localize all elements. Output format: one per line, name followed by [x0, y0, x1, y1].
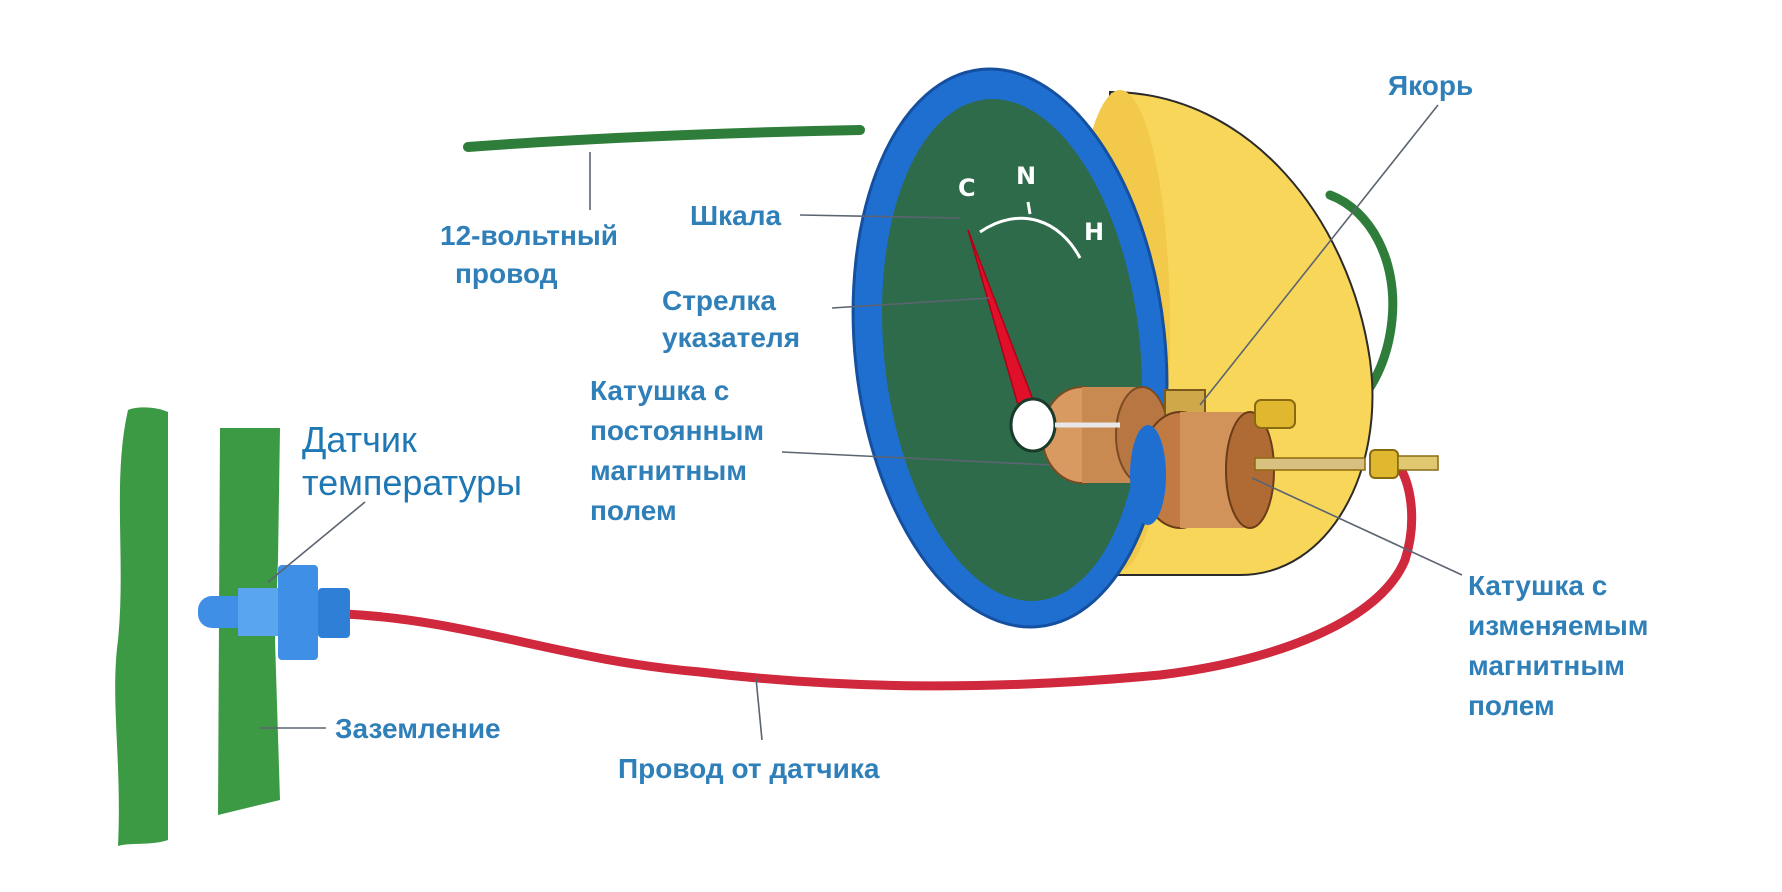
label-variable-coil-4: полем	[1468, 690, 1555, 721]
label-fixed-coil-1: Катушка с	[590, 375, 729, 406]
label-scale: Шкала	[690, 200, 782, 231]
wire-12v-left	[463, 125, 865, 152]
label-ground: Заземление	[335, 713, 501, 744]
label-12v-wire-1: 12-вольтный	[440, 220, 618, 251]
label-needle-1: Стрелка	[662, 285, 776, 316]
leader-fixed-coil	[781, 451, 1051, 466]
dial-scale-arc	[979, 216, 1082, 259]
label-fixed-coil-2: постоянным	[590, 415, 764, 446]
label-needle-2: указателя	[662, 322, 800, 353]
needle-pivot	[1009, 397, 1057, 453]
ground-panel-left	[115, 407, 168, 846]
label-sensor-1: Датчик	[302, 419, 417, 460]
label-sensor-2: температуры	[302, 462, 522, 503]
label-variable-coil-2: изменяемым	[1468, 610, 1649, 641]
sensor-wire	[340, 460, 1417, 691]
dial-mark-cold: C	[958, 174, 976, 202]
terminal-top	[1254, 399, 1296, 429]
label-sensor-wire: Провод от датчика	[618, 753, 880, 784]
dial-mark-normal: N	[1016, 162, 1036, 190]
leader-needle	[831, 297, 991, 309]
label-12v-wire-2: провод	[455, 258, 558, 289]
label-armature: Якорь	[1388, 70, 1473, 101]
dial-mark-hot: H	[1084, 218, 1104, 246]
terminal-bottom	[1254, 449, 1439, 479]
label-fixed-coil-3: магнитным	[590, 455, 747, 486]
label-fixed-coil-4: полем	[590, 495, 677, 526]
temperature-sensor	[198, 565, 350, 660]
leader-scale	[799, 214, 961, 219]
label-variable-coil-3: магнитным	[1468, 650, 1625, 681]
leader-sensor-wire	[755, 677, 763, 741]
label-variable-coil-1: Катушка с	[1468, 570, 1607, 601]
leader-armature	[1199, 104, 1439, 406]
leader-sensor	[267, 501, 366, 583]
leader-variable-coil	[1251, 477, 1463, 576]
